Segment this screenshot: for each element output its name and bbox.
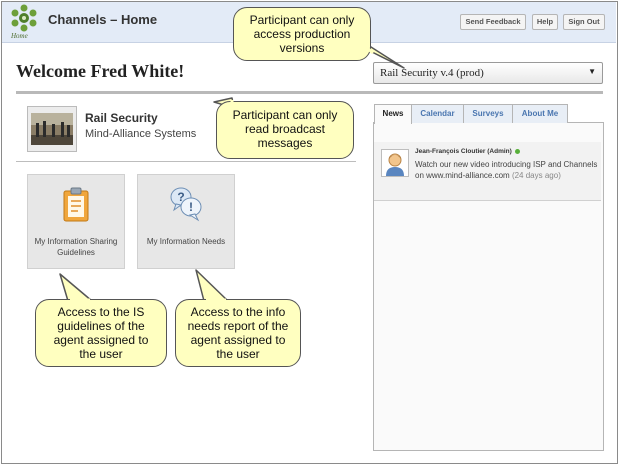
callout-is-guidelines: Access to the IS guidelines of the agent…: [35, 299, 167, 367]
help-button[interactable]: Help: [532, 14, 558, 30]
send-feedback-button[interactable]: Send Feedback: [460, 14, 526, 30]
dropdown-arrow-icon: ▼: [588, 67, 596, 76]
callout-broadcast-messages: Participant can only read broadcast mess…: [216, 101, 354, 159]
app-title: Channels – Home: [48, 12, 158, 27]
tile-label: My Information Needs: [146, 237, 226, 246]
tab-about-me[interactable]: About Me: [512, 104, 568, 123]
project-organization: Mind-Alliance Systems: [85, 128, 197, 140]
svg-text:!: !: [189, 200, 193, 214]
project-name: Rail Security: [85, 111, 158, 125]
news-message-text: Watch our new video introducing ISP and …: [415, 160, 598, 180]
project-image: [27, 106, 77, 152]
callout-text: Participant can only access production v…: [249, 13, 355, 55]
header-divider: [16, 91, 603, 94]
home-logo-label[interactable]: Home: [11, 32, 28, 40]
news-timestamp: (24 days ago): [511, 171, 561, 180]
online-status-icon: [514, 148, 520, 154]
version-select-value: Rail Security v.4 (prod): [380, 67, 484, 79]
sign-out-button[interactable]: Sign Out: [563, 14, 605, 30]
avatar: [381, 149, 409, 177]
project-divider: [16, 161, 356, 162]
clipboard-icon: [58, 185, 94, 223]
tile-label: My Information Sharing Guidelines: [34, 237, 118, 257]
news-author-name: Jean-François Cloutier (Admin): [415, 148, 512, 155]
callout-text: Access to the info needs report of the a…: [187, 305, 289, 361]
my-information-needs-tile[interactable]: ? ! My Information Needs: [137, 174, 235, 269]
callout-production-versions: Participant can only access production v…: [233, 7, 371, 61]
welcome-heading: Welcome Fred White!: [16, 61, 185, 81]
news-author: Jean-François Cloutier (Admin): [415, 148, 520, 155]
home-logo-icon[interactable]: [10, 4, 38, 40]
svg-text:?: ?: [177, 190, 184, 204]
question-bubbles-icon: ? !: [168, 185, 204, 223]
my-information-sharing-guidelines-tile[interactable]: My Information Sharing Guidelines: [27, 174, 125, 269]
callout-text: Participant can only read broadcast mess…: [232, 108, 338, 150]
version-select[interactable]: Rail Security v.4 (prod) ▼: [373, 62, 603, 84]
callout-info-needs: Access to the info needs report of the a…: [175, 299, 301, 367]
news-item: Jean-François Cloutier (Admin) Watch our…: [374, 142, 601, 201]
news-message: Watch our new video introducing ISP and …: [415, 159, 599, 181]
callout-text: Access to the IS guidelines of the agent…: [53, 305, 149, 361]
